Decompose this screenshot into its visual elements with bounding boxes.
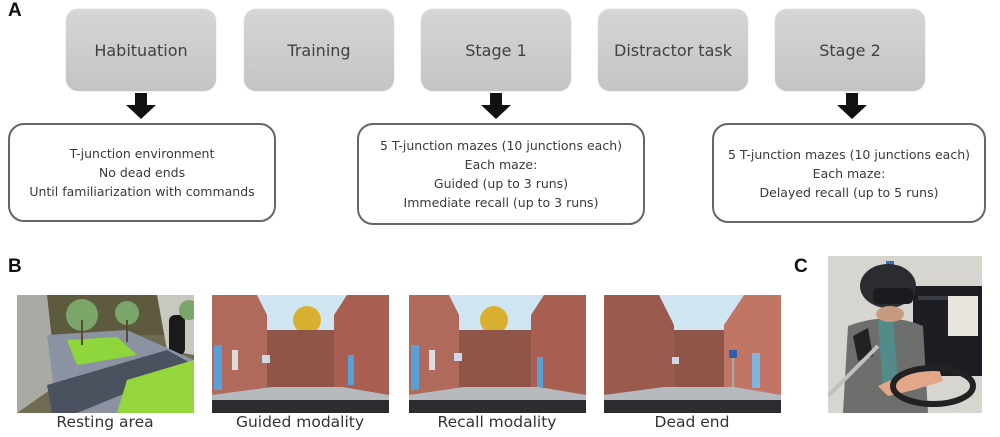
recall-modality-image	[409, 295, 586, 413]
detail-line: T-junction environment	[69, 146, 215, 161]
stage-label: Distractor task	[614, 40, 732, 60]
caption-guided-modality: Guided modality	[235, 413, 365, 431]
stage-box-habituation: Habituation	[66, 9, 216, 91]
detail-line: Until familiarization with commands	[29, 184, 255, 199]
guided-modality-image	[212, 295, 389, 413]
detail-line: Immediate recall (up to 3 runs)	[403, 195, 599, 210]
detail-line: Each maze:	[812, 165, 886, 181]
down-arrow-icon	[481, 93, 511, 119]
stage-label: Stage 2	[819, 40, 881, 60]
stage-box-stage-1: Stage 1	[421, 9, 571, 91]
detail-line: Each maze:	[464, 157, 538, 172]
panel-b-label: B	[8, 256, 22, 277]
down-arrow-icon	[126, 93, 156, 119]
stage-1-details-box: 5 T-junction mazes (10 junctions each) E…	[357, 123, 645, 225]
habituation-details-box: T-junction environment No dead ends Unti…	[8, 123, 276, 222]
stage-box-stage-2: Stage 2	[775, 9, 925, 91]
resting-area-image	[17, 295, 194, 413]
stage-label: Stage 1	[465, 40, 527, 60]
caption-recall-modality: Recall modality	[437, 413, 557, 431]
caption-resting-area: Resting area	[56, 413, 154, 431]
panel-a-label: A	[8, 0, 22, 21]
caption-dead-end: Dead end	[654, 413, 730, 431]
detail-line: 5 T-junction mazes (10 junctions each)	[379, 138, 622, 153]
detail-line: No dead ends	[98, 165, 186, 180]
detail-line: Guided (up to 3 runs)	[433, 176, 569, 191]
dead-end-image	[604, 295, 781, 413]
stage-box-distractor-task: Distractor task	[598, 9, 748, 91]
stage-label: Training	[287, 40, 351, 60]
stage-label: Habituation	[94, 40, 188, 60]
stage-2-details-box: 5 T-junction mazes (10 junctions each) E…	[712, 123, 986, 223]
detail-line: Delayed recall (up to 5 runs)	[759, 184, 939, 200]
detail-line: 5 T-junction mazes (10 junctions each)	[727, 146, 970, 162]
panel-c-label: C	[794, 256, 808, 277]
stage-box-training: Training	[244, 9, 394, 91]
participant-vr-photo	[828, 256, 982, 413]
down-arrow-icon	[837, 93, 867, 119]
